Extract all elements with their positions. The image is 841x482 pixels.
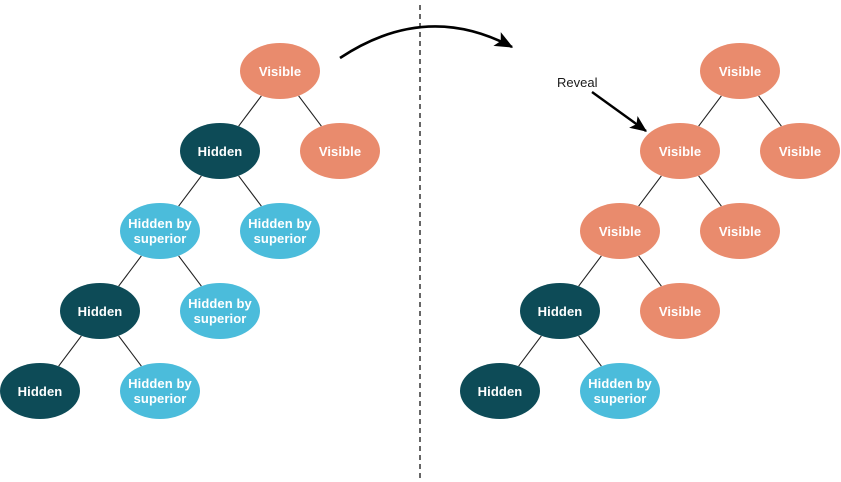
tree-edge (638, 175, 662, 207)
tree-node-right-r5[interactable]: Visible (700, 203, 780, 259)
tree-node-right-r4[interactable]: Visible (580, 203, 660, 259)
tree-node-label: Visible (778, 143, 822, 159)
tree-node-label: Hidden (197, 143, 243, 159)
tree-node-right-r2[interactable]: Visible (640, 123, 720, 179)
tree-edge (578, 335, 602, 367)
tree-node-left-l9[interactable]: Hidden by superior (120, 363, 200, 419)
tree-node-left-l6[interactable]: Hidden (60, 283, 140, 339)
tree-edge (518, 335, 542, 367)
tree-node-left-l8[interactable]: Hidden (0, 363, 80, 419)
tree-node-label: Visible (258, 63, 302, 79)
tree-node-left-l4[interactable]: Hidden by superior (120, 203, 200, 259)
tree-node-left-l1[interactable]: Visible (240, 43, 320, 99)
tree-node-label: Hidden by superior (588, 376, 652, 406)
tree-node-right-r1[interactable]: Visible (700, 43, 780, 99)
tree-node-left-l3[interactable]: Visible (300, 123, 380, 179)
tree-node-label: Hidden (77, 303, 123, 319)
tree-edge (698, 95, 722, 127)
tree-node-label: Visible (598, 223, 642, 239)
tree-node-left-l2[interactable]: Hidden (180, 123, 260, 179)
tree-node-label: Visible (658, 303, 702, 319)
tree-node-label: Hidden by superior (248, 216, 312, 246)
tree-node-label: Hidden by superior (188, 296, 252, 326)
tree-node-label: Visible (718, 63, 762, 79)
tree-node-left-l7[interactable]: Hidden by superior (180, 283, 260, 339)
tree-edge (698, 175, 722, 207)
tree-edge (118, 255, 142, 287)
transform-arrow (339, 25, 514, 60)
tree-node-right-r3[interactable]: Visible (760, 123, 840, 179)
tree-node-label: Visible (658, 143, 702, 159)
tree-node-label: Hidden (477, 383, 523, 399)
tree-node-label: Visible (718, 223, 762, 239)
tree-node-label: Hidden by superior (128, 216, 192, 246)
tree-edge (178, 175, 202, 207)
tree-node-right-r8[interactable]: Hidden (460, 363, 540, 419)
tree-node-right-r6[interactable]: Hidden (520, 283, 600, 339)
tree-node-label: Visible (318, 143, 362, 159)
reveal-arrow (591, 91, 647, 132)
tree-edge (118, 335, 142, 367)
tree-node-label: Hidden (537, 303, 583, 319)
tree-edge (178, 255, 202, 287)
tree-edge (58, 335, 82, 367)
reveal-annotation-label: Reveal (557, 75, 598, 90)
tree-edge (758, 95, 782, 127)
tree-node-label: Hidden by superior (128, 376, 192, 406)
tree-edge (238, 95, 262, 127)
tree-edge (238, 175, 262, 207)
tree-edge (298, 95, 322, 127)
tree-node-left-l5[interactable]: Hidden by superior (240, 203, 320, 259)
tree-node-right-r9[interactable]: Hidden by superior (580, 363, 660, 419)
tree-edge (578, 255, 602, 287)
tree-node-label: Hidden (17, 383, 63, 399)
tree-edge (638, 255, 662, 287)
tree-node-right-r7[interactable]: Visible (640, 283, 720, 339)
